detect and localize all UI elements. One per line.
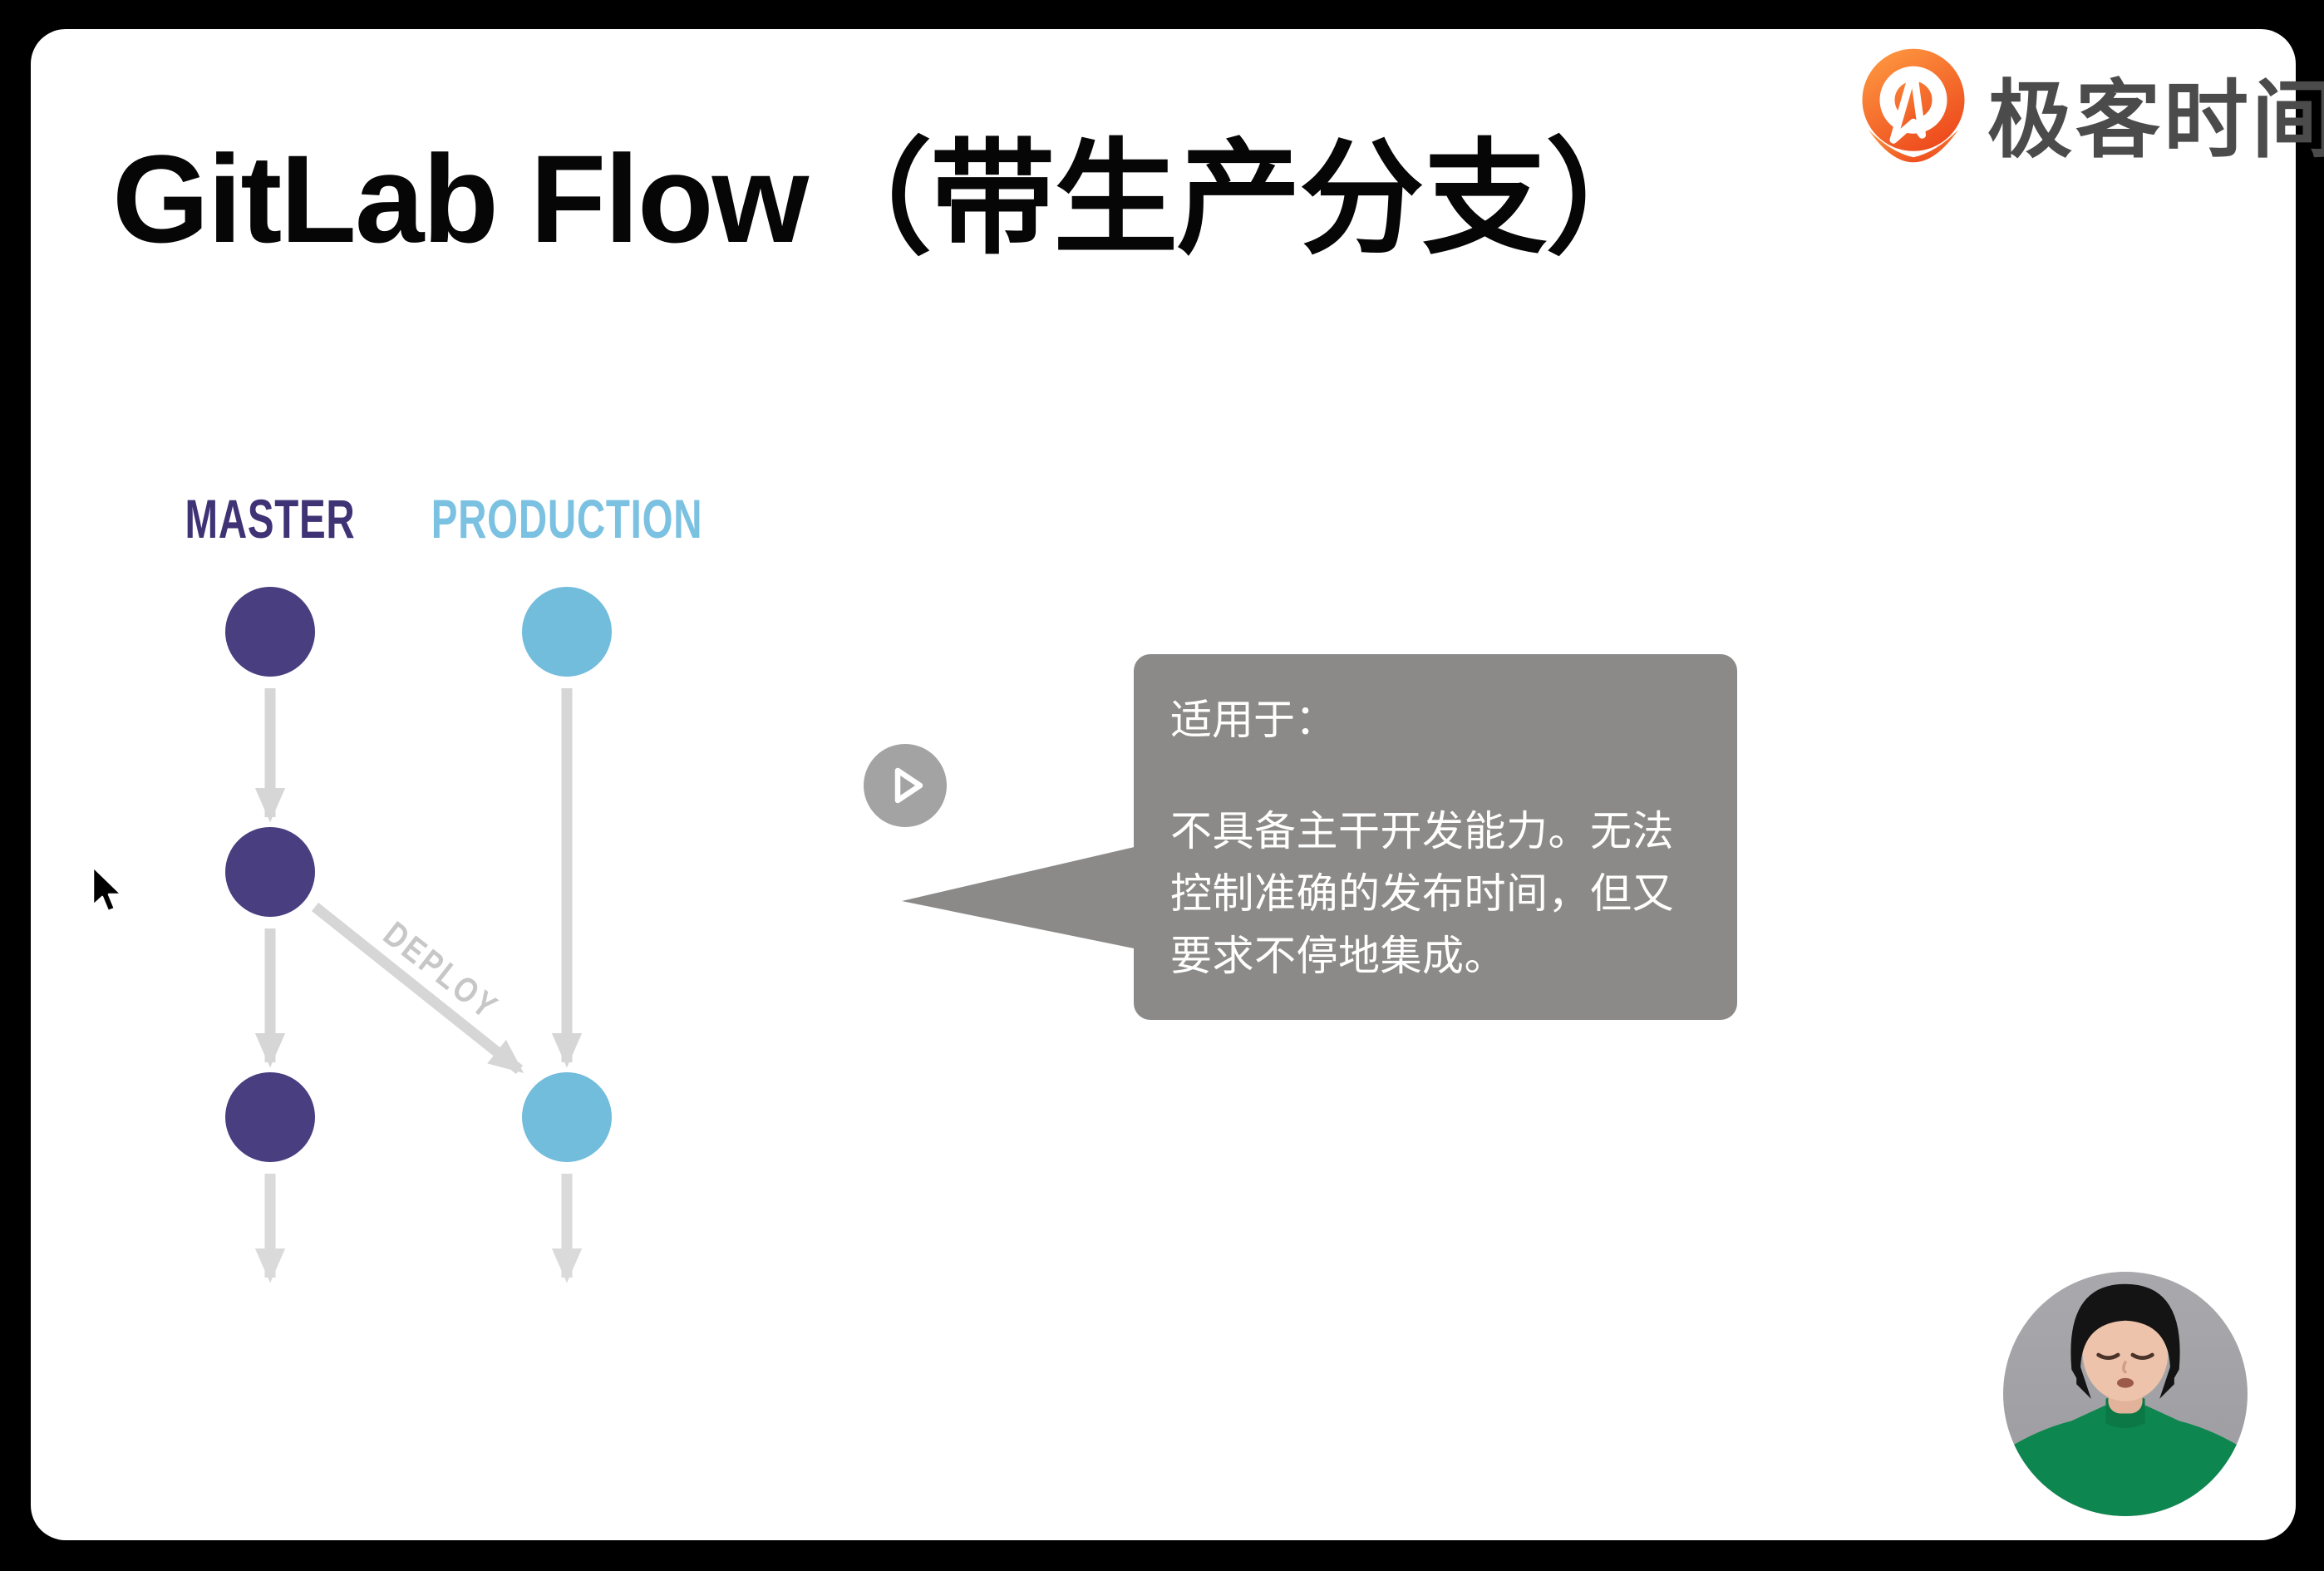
flow-arrows [254,688,583,1283]
production-branch-label: PRODUCTION [431,489,703,549]
brand-logo: 极客时间 [1851,47,2324,179]
slide-title: GitLab Flow（带生产分支） [112,129,1670,268]
arrow-deploy [311,902,524,1075]
presenter-avatar [2003,1272,2248,1516]
brand-name: 极客时间 [1987,72,2324,168]
mouse-cursor [91,865,123,913]
presenter-webcam-bubble [2003,1272,2248,1516]
commit-node [225,827,315,917]
gitflow-diagram: MASTER PRODUCTION DEPLOY [185,489,703,1283]
production-commit-nodes [522,587,612,1162]
commit-node [522,1072,612,1162]
master-commit-nodes [225,587,315,1162]
play-button[interactable] [864,744,947,827]
callout-body: 不具备主干开发能力。无法控制准确的发布时间，但又要求不停地集成。 [1170,808,1674,979]
commit-node [225,1072,315,1162]
play-triangle-icon [894,767,923,804]
callout-tail [902,846,1138,949]
callout-heading: 适用于： [1170,697,1337,743]
commit-node [522,587,612,677]
master-branch-label: MASTER [185,489,356,549]
geektime-pin-icon [1851,47,1976,179]
commit-node [225,587,315,677]
callout-bubble: 适用于： 不具备主干开发能力。无法控制准确的发布时间，但又要求不停地集成。 [1134,654,1737,1020]
slide-canvas: GitLab Flow（带生产分支） 极客时间 [31,29,2324,1540]
